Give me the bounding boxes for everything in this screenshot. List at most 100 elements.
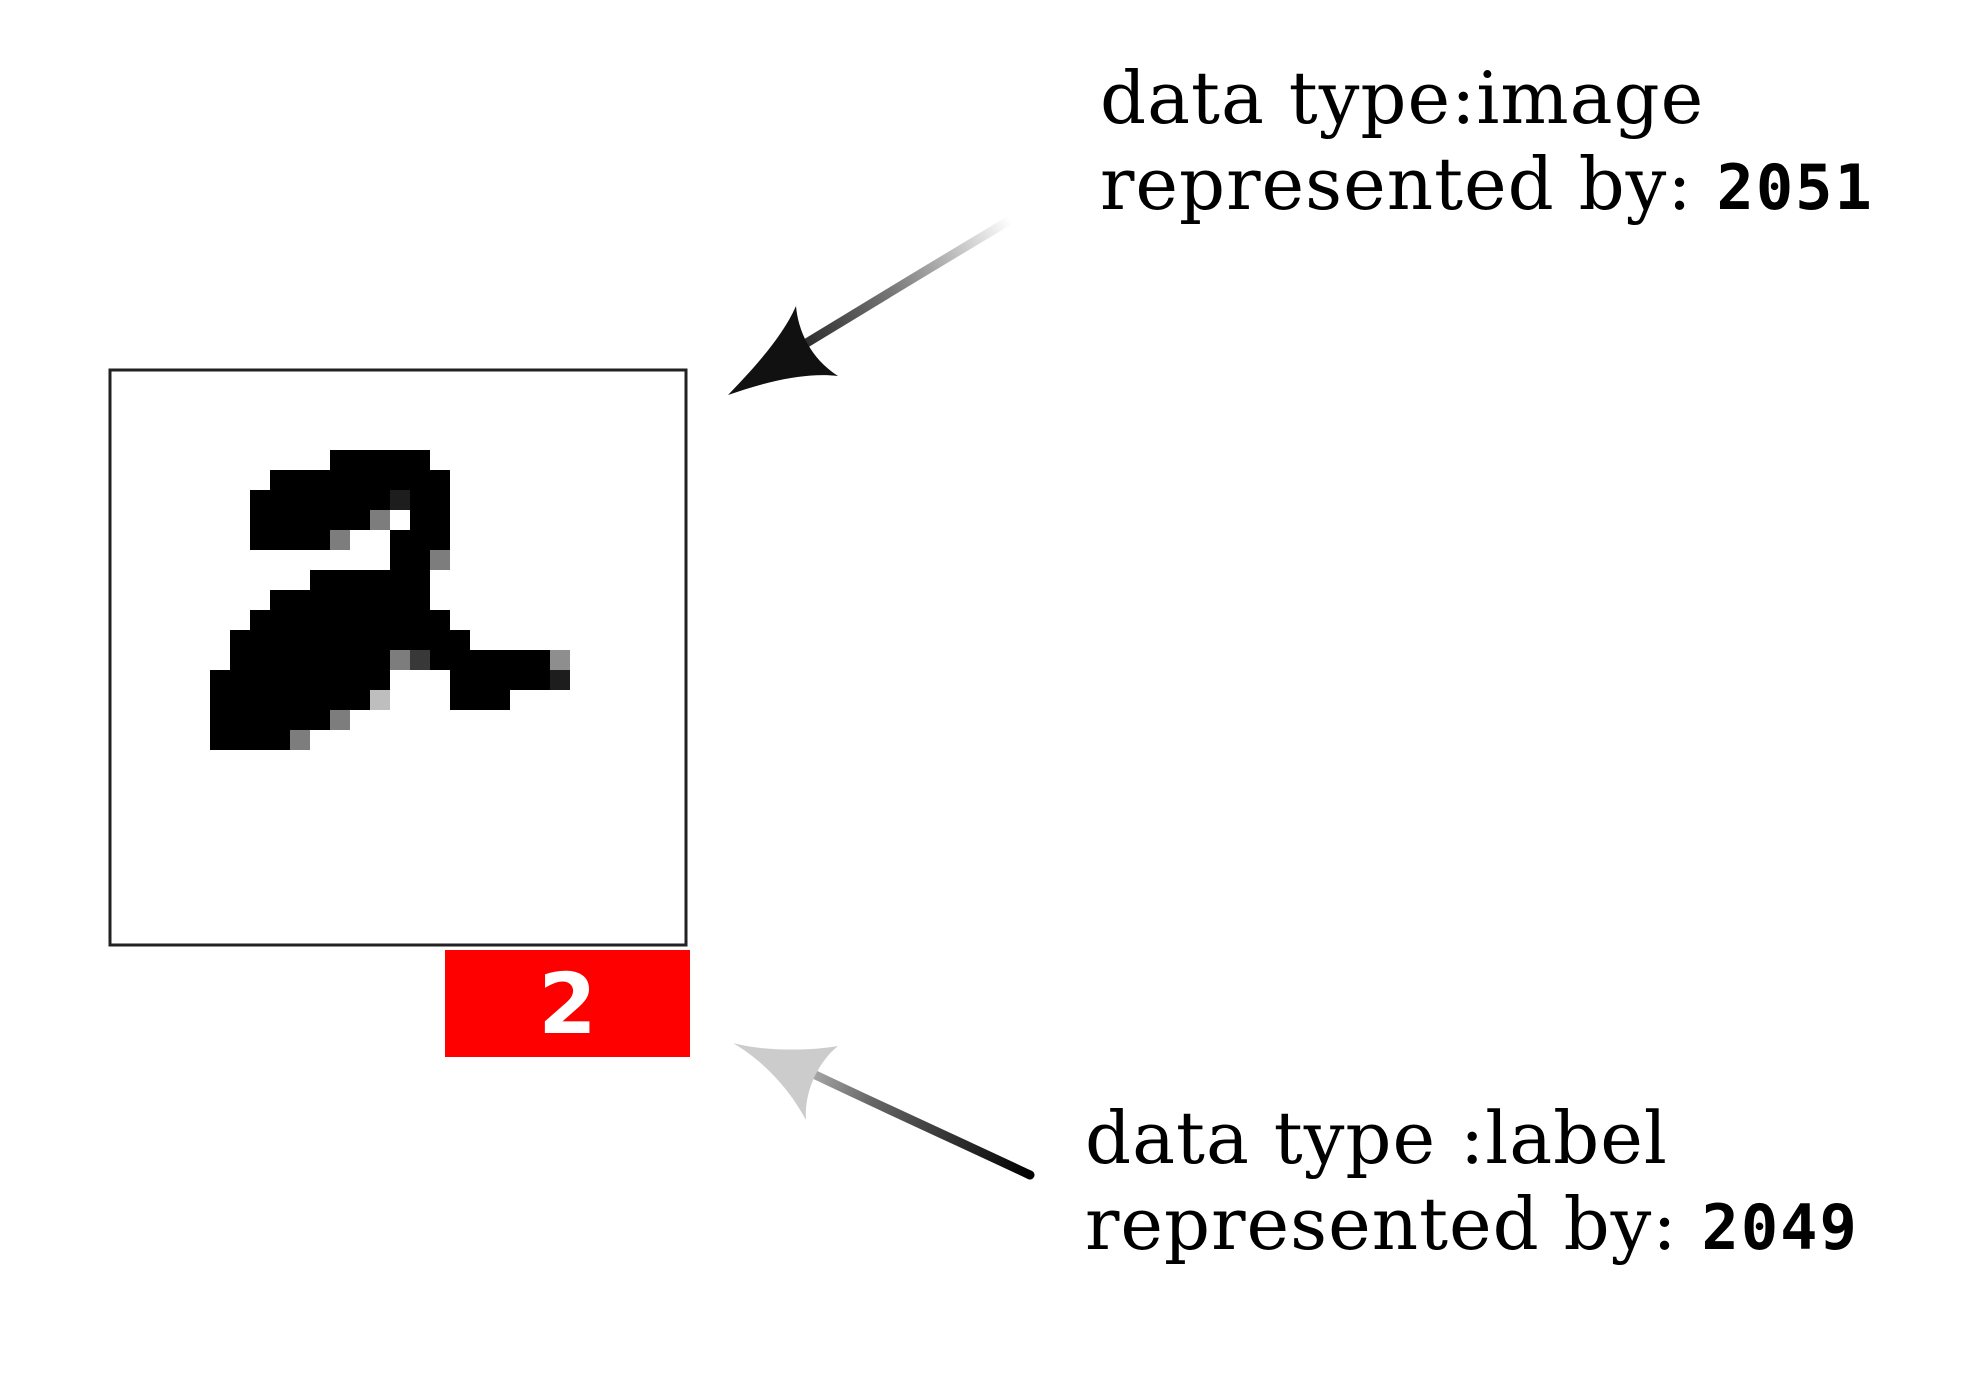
digit-pixel: [270, 590, 290, 610]
digit-pixel: [210, 690, 230, 710]
digit-pixel: [430, 530, 450, 550]
digit-pixel: [310, 610, 330, 630]
digit-pixel: [230, 630, 250, 650]
digit-pixel: [390, 570, 410, 590]
label-type-line: data type :label: [1085, 1096, 1668, 1180]
digit-pixel: [370, 510, 390, 530]
digit-pixel: [370, 670, 390, 690]
digit-pixel: [350, 470, 370, 490]
digit-pixel: [310, 590, 330, 610]
digit-pixel: [370, 570, 390, 590]
image-represented-prefix: represented by:: [1100, 142, 1693, 227]
digit-pixel: [290, 630, 310, 650]
digit-pixel: [330, 610, 350, 630]
digit-pixel: [230, 650, 250, 670]
digit-pixel: [310, 650, 330, 670]
digit-pixel: [270, 670, 290, 690]
digit-pixel: [430, 510, 450, 530]
label-represented-value: 2049: [1701, 1191, 1859, 1265]
digit-pixel: [330, 590, 350, 610]
digit-pixel: [330, 690, 350, 710]
arrow-to-image: [728, 215, 1015, 395]
digit-pixel: [310, 630, 330, 650]
digit-pixel: [290, 510, 310, 530]
digit-pixel: [270, 610, 290, 630]
digit-pixel: [270, 510, 290, 530]
digit-pixel: [330, 650, 350, 670]
digit-pixel: [310, 510, 330, 530]
digit-pixel: [250, 630, 270, 650]
digit-pixel: [290, 530, 310, 550]
digit-pixel: [250, 510, 270, 530]
digit-pixel: [390, 490, 410, 510]
digit-pixel: [430, 470, 450, 490]
digit-pixel: [390, 590, 410, 610]
digit-pixel: [330, 570, 350, 590]
digit-pixel: [250, 530, 270, 550]
digit-pixel: [290, 730, 310, 750]
digit-pixel: [270, 730, 290, 750]
digit-pixel: [250, 690, 270, 710]
digit-pixel: [230, 730, 250, 750]
digit-pixel: [210, 670, 230, 690]
label-annotation: data type :label represented by: 2049: [1085, 1095, 1859, 1268]
digit-pixel: [310, 470, 330, 490]
handwritten-digit-image: [210, 450, 570, 750]
digit-pixel: [350, 450, 370, 470]
digit-pixel: [490, 650, 510, 670]
digit-pixel: [330, 510, 350, 530]
digit-pixel: [470, 650, 490, 670]
digit-pixel: [410, 610, 430, 630]
digit-pixel: [410, 590, 430, 610]
label-badge-value: 2: [538, 954, 597, 1053]
digit-pixel: [450, 650, 470, 670]
digit-pixel: [250, 730, 270, 750]
digit-pixel: [370, 630, 390, 650]
digit-pixel: [250, 650, 270, 670]
digit-pixel: [410, 550, 430, 570]
digit-pixel: [550, 650, 570, 670]
digit-pixel: [230, 690, 250, 710]
digit-pixel: [350, 610, 370, 630]
digit-pixel: [350, 510, 370, 530]
digit-pixel: [270, 490, 290, 510]
digit-pixel: [390, 610, 410, 630]
digit-pixel: [310, 690, 330, 710]
digit-pixel: [230, 710, 250, 730]
digit-pixel: [330, 530, 350, 550]
digit-pixel: [430, 490, 450, 510]
digit-pixel: [210, 710, 230, 730]
digit-pixel: [410, 450, 430, 470]
digit-pixel: [310, 530, 330, 550]
digit-pixel: [410, 650, 430, 670]
digit-pixel: [270, 530, 290, 550]
digit-pixel: [270, 710, 290, 730]
digit-pixel: [390, 450, 410, 470]
digit-pixel: [350, 650, 370, 670]
digit-pixel: [250, 670, 270, 690]
digit-pixel: [290, 490, 310, 510]
image-type-line: data type:image: [1100, 56, 1705, 140]
digit-pixel: [250, 490, 270, 510]
digit-pixel: [530, 670, 550, 690]
digit-pixel: [550, 670, 570, 690]
digit-pixel: [410, 470, 430, 490]
digit-pixel: [410, 490, 430, 510]
digit-pixel: [410, 630, 430, 650]
digit-pixel: [350, 590, 370, 610]
digit-pixel: [270, 630, 290, 650]
digit-pixel: [410, 530, 430, 550]
digit-pixel: [270, 470, 290, 490]
digit-pixel: [370, 590, 390, 610]
digit-pixel: [510, 650, 530, 670]
digit-pixel: [530, 650, 550, 670]
digit-pixel: [390, 530, 410, 550]
digit-pixel: [230, 670, 250, 690]
digit-pixel: [370, 450, 390, 470]
digit-pixel: [250, 610, 270, 630]
digit-pixel: [290, 590, 310, 610]
digit-pixel: [350, 630, 370, 650]
digit-pixel: [330, 450, 350, 470]
digit-pixel: [330, 490, 350, 510]
